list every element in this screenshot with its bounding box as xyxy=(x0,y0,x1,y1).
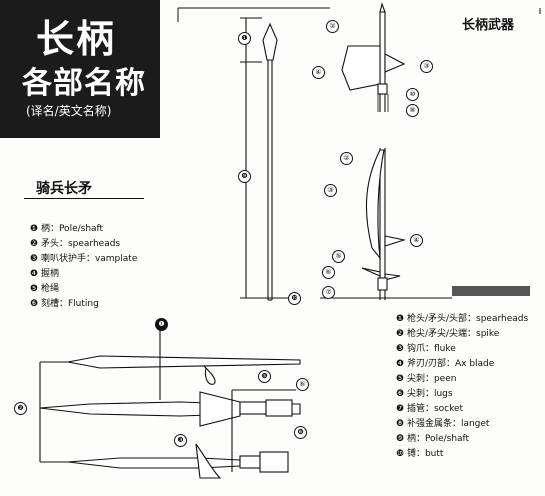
legend-text: 镈：butt xyxy=(406,449,444,459)
polearm-legend-item: ❺ 尖刺：peen xyxy=(396,372,528,387)
legend-text: 柄：Pole/shaft xyxy=(406,434,470,444)
legend-text: 斧刃/刃部：Ax blade xyxy=(406,359,495,369)
polearm-legend-item: ❸ 钩爪：fluke xyxy=(396,342,528,357)
polearm-legend-item: ❼ 插管：socket xyxy=(396,402,528,417)
hook-callout: ④ xyxy=(410,234,423,247)
section-underline xyxy=(24,198,144,199)
polearm-legend-item: ❿ 镈：butt xyxy=(396,447,528,462)
lance-callout: ❷ xyxy=(14,402,27,415)
lance-callout: ❻ xyxy=(294,426,307,439)
hook-polearm-drawing xyxy=(361,148,407,300)
lance-callout: ⑥ xyxy=(296,378,309,391)
polearm-legend-item: ❷ 枪尖/矛尖/尖端：spike xyxy=(396,327,528,342)
hook-callout: ⑦ xyxy=(322,286,335,299)
caption-bar xyxy=(452,286,530,296)
legend-number: ❽ xyxy=(396,419,405,429)
legend-text: 枪尖/矛尖/尖端：spike xyxy=(406,329,500,339)
legend-number: ❻ xyxy=(30,299,39,309)
halberd-callout: ⑩ xyxy=(406,88,419,101)
title-block: 长柄 各部名称 (译名/英文名称) xyxy=(0,0,160,138)
legend-number: ❺ xyxy=(30,284,39,294)
lance-legend-item: ❶ 柄：Pole/shaft xyxy=(30,222,137,237)
spear-callout: ❾ xyxy=(238,170,251,183)
title-line2: 各部名称 xyxy=(22,66,146,101)
polearm-legend-item: ❻ 尖刺：lugs xyxy=(396,387,528,402)
legend-text: 刻槽：Fluting xyxy=(40,299,99,309)
polearm-legend-item: ❽ 补强金属条：langet xyxy=(396,417,528,432)
legend-number: ❾ xyxy=(396,434,405,444)
halberd-callout: ④ xyxy=(312,66,325,79)
hook-callout: ⑤ xyxy=(332,250,345,263)
title-line3: (译名/英文名称) xyxy=(26,104,112,118)
lance-callout: ❶ xyxy=(155,318,168,331)
legend-text: 枪绳 xyxy=(40,284,59,294)
spear-drawing xyxy=(240,17,290,301)
legend-number: ❿ xyxy=(396,449,405,459)
spear-callout: ❶ xyxy=(238,32,251,45)
legend-text: 矛头：spearheads xyxy=(40,239,121,249)
lance-legend: ❶ 柄：Pole/shaft ❷ 矛头：spearheads ❸ 喇叭状护手：v… xyxy=(30,222,137,312)
halberd-callout: ③ xyxy=(420,60,433,73)
legend-text: 柄：Pole/shaft xyxy=(40,224,104,234)
hook-callout: ⑥ xyxy=(322,266,335,279)
halberd-drawing xyxy=(341,2,406,112)
hook-callout: ② xyxy=(340,152,353,165)
section-title: 骑兵长矛 xyxy=(36,181,92,197)
lance-drawing xyxy=(39,330,301,479)
halberd-callout: ⑧ xyxy=(406,104,419,117)
legend-number: ❶ xyxy=(30,224,39,234)
legend-number: ❺ xyxy=(396,374,405,384)
polearm-legend-item: ❾ 柄：Pole/shaft xyxy=(396,432,528,447)
legend-number: ❼ xyxy=(396,404,405,414)
lance-legend-item: ❻ 刻槽：Fluting xyxy=(30,297,137,312)
legend-text: 尖刺：lugs xyxy=(406,389,453,399)
polearm-legend-item: ❹ 斧刃/刃部：Ax blade xyxy=(396,357,528,372)
halberd-callout: ② xyxy=(326,20,339,33)
legend-text: 喇叭状护手：vamplate xyxy=(40,254,138,264)
legend-number: ❷ xyxy=(30,239,39,249)
legend-text: 握柄 xyxy=(40,269,59,279)
lance-callout: ❺ xyxy=(258,370,271,383)
legend-text: 钩爪：fluke xyxy=(406,344,456,354)
spear-callout: ❿ xyxy=(288,292,301,305)
title-line1: 长柄 xyxy=(36,17,117,61)
lance-legend-item: ❹ 握柄 xyxy=(30,267,137,282)
lance-legend-item: ❸ 喇叭状护手：vamplate xyxy=(30,252,137,267)
legend-number: ❷ xyxy=(396,329,405,339)
hook-callout: ③ xyxy=(324,184,337,197)
legend-text: 枪头/矛头/头部：spearheads xyxy=(406,314,529,324)
frame-lines xyxy=(177,7,541,299)
right-title: 长柄武器 xyxy=(462,18,515,33)
legend-number: ❻ xyxy=(396,389,405,399)
lance-legend-item: ❷ 矛头：spearheads xyxy=(30,237,137,252)
legend-number: ❹ xyxy=(30,269,39,279)
lance-legend-item: ❺ 枪绳 xyxy=(30,282,137,297)
polearm-legend-item: ❶ 枪头/矛头/头部：spearheads xyxy=(396,312,528,327)
polearm-legend: ❶ 枪头/矛头/头部：spearheads ❷ 枪尖/矛尖/尖端：spike ❸… xyxy=(396,312,528,462)
legend-text: 插管：socket xyxy=(406,404,464,414)
legend-text: 尖刺：peen xyxy=(406,374,457,384)
legend-number: ❸ xyxy=(30,254,39,264)
legend-text: 补强金属条：langet xyxy=(406,419,490,429)
legend-number: ❹ xyxy=(396,359,405,369)
legend-number: ❸ xyxy=(396,344,405,354)
lance-callout: ❸ xyxy=(174,434,187,447)
legend-number: ❶ xyxy=(396,314,405,324)
